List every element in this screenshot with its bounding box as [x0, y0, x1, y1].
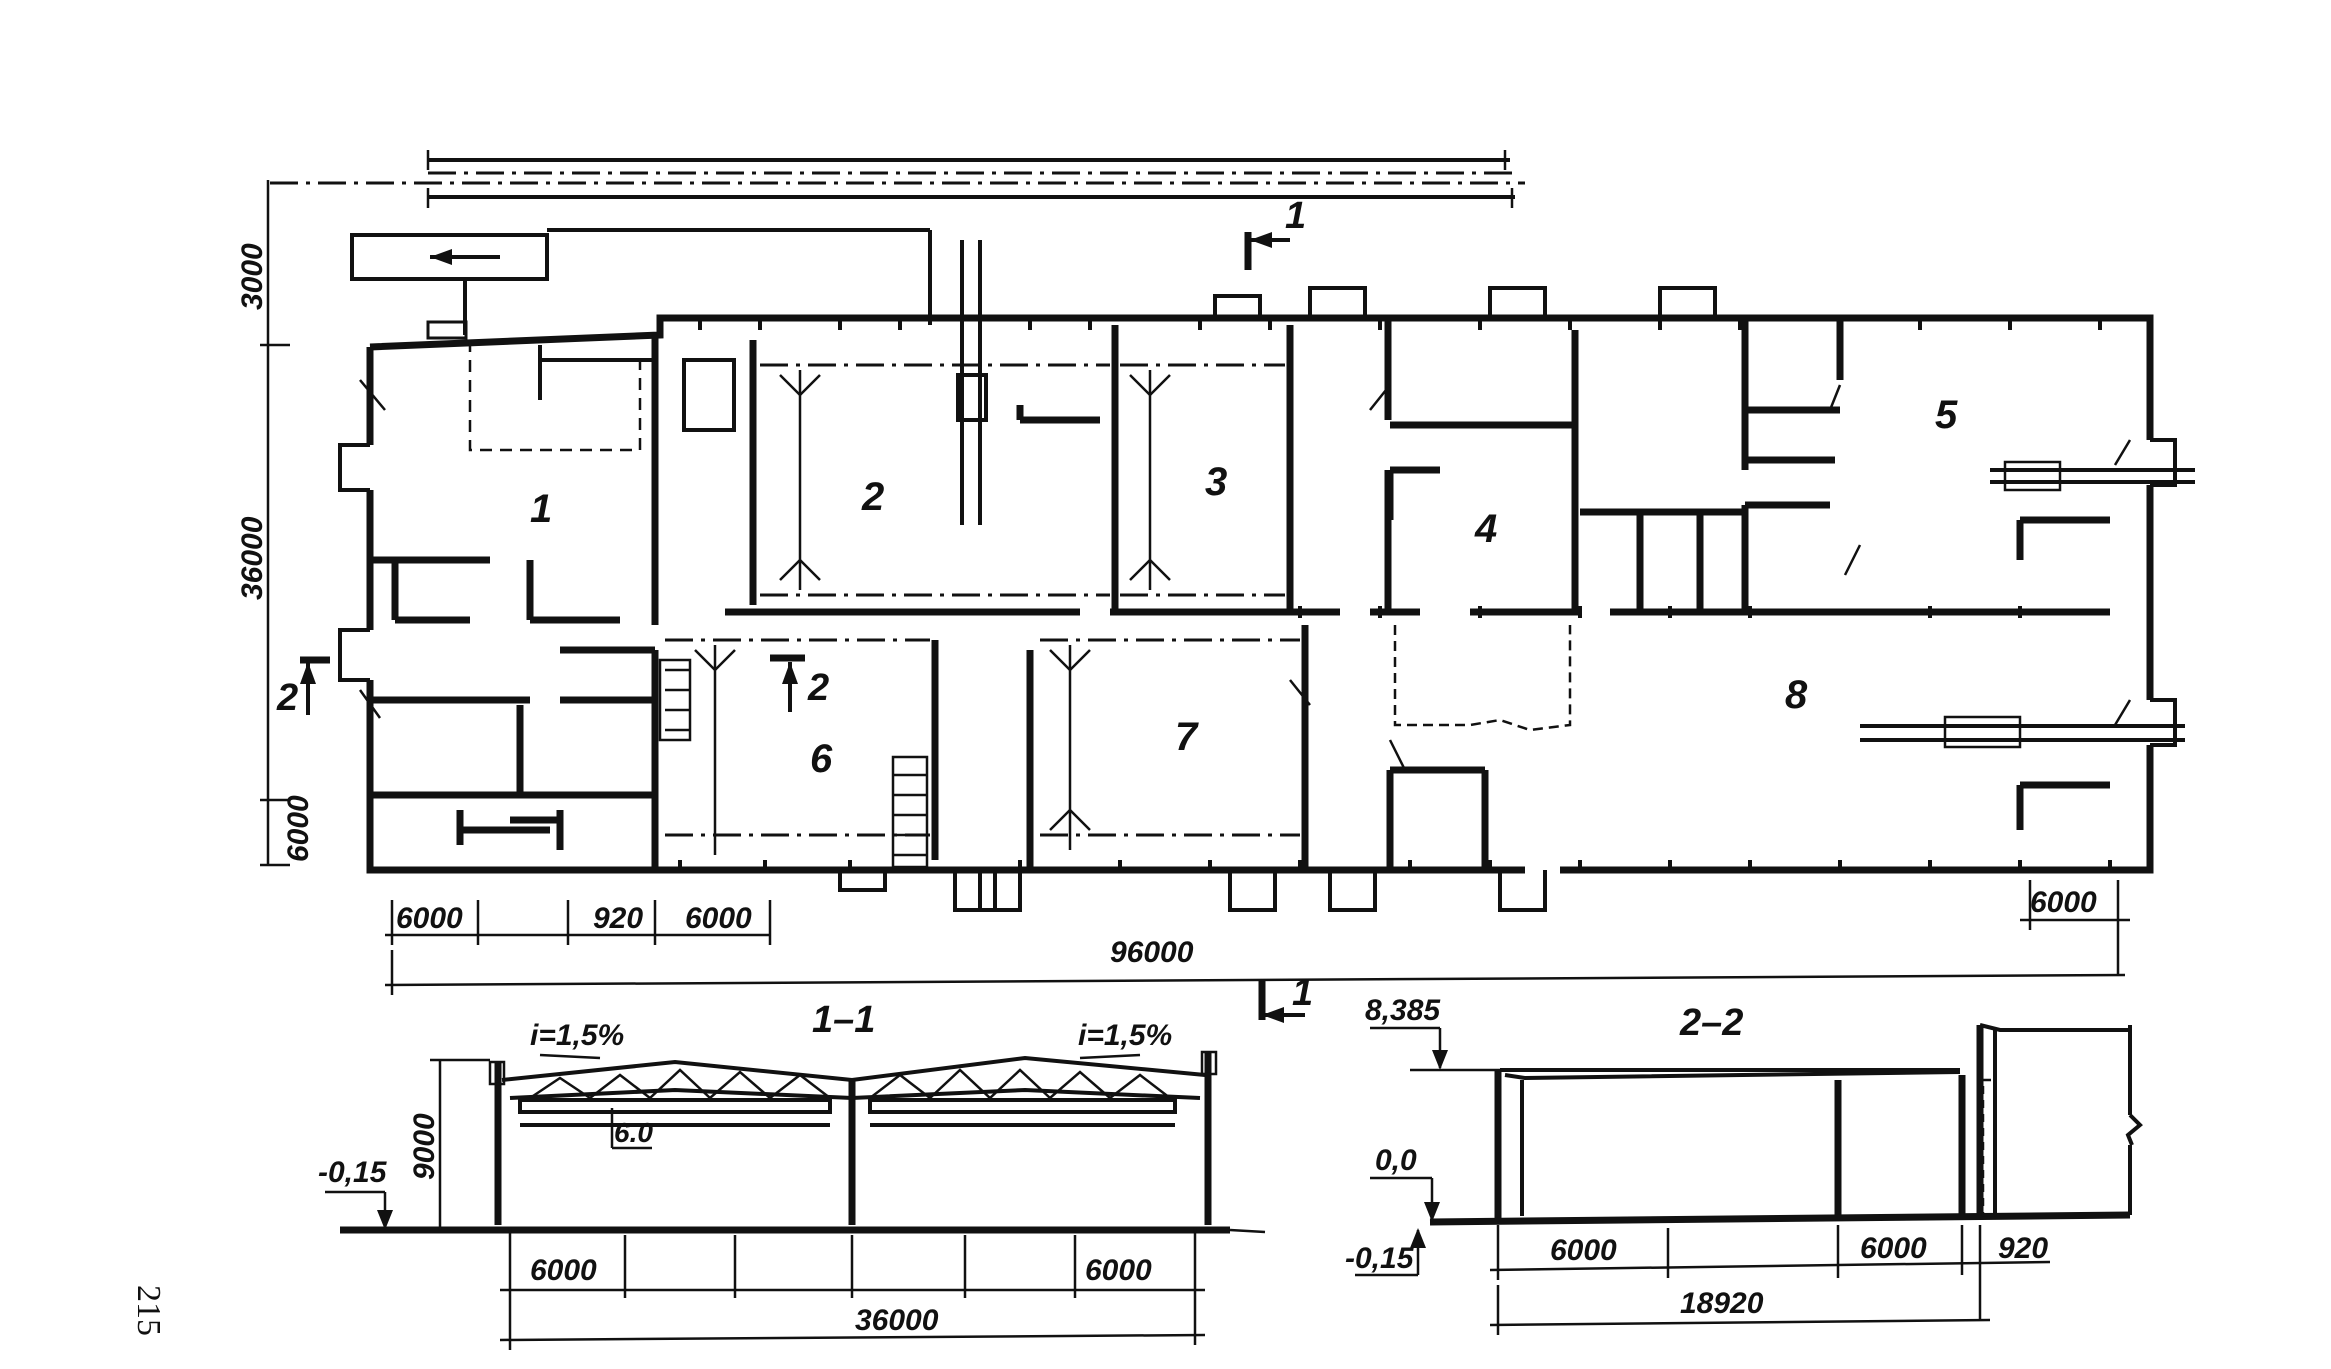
section-1-1-height: 9000	[408, 1113, 441, 1180]
section-1-1-slope-left: i=1,5%	[530, 1019, 624, 1052]
section-1-1-overall: 36000	[855, 1304, 939, 1337]
section-1-1-crane: 6.0	[614, 1117, 653, 1148]
room-label-6: 6	[810, 737, 833, 781]
section-1-1-level: -0,15	[318, 1156, 388, 1189]
cut-2-mid-label: 2	[807, 667, 829, 709]
dim-left-main: 36000	[236, 516, 269, 600]
dim-bottom-right: 6000	[2030, 886, 2097, 919]
crane-rails-6-7	[665, 638, 1300, 869]
room-label-7: 7	[1175, 715, 1199, 759]
section-1-1-title: 1–1	[812, 999, 875, 1041]
section-2-2-level-zero: 0,0	[1375, 1144, 1417, 1177]
room-label-4: 4	[1474, 507, 1497, 551]
page-number: 215	[130, 1285, 167, 1336]
cut-1-top-label: 1	[1285, 195, 1306, 237]
dim-bottom-c: 6000	[685, 902, 752, 935]
section-2-2-dim-c: 920	[1998, 1232, 2048, 1265]
dim-bottom-b: 920	[593, 902, 643, 935]
rail-tracks	[270, 150, 1525, 208]
cut-2-left-label: 2	[276, 677, 298, 719]
dim-left-bottom: 6000	[282, 795, 315, 862]
dim-overall: 96000	[1110, 936, 1194, 969]
dim-bottom-a: 6000	[396, 902, 463, 935]
section-2-2-title: 2–2	[1679, 1002, 1743, 1044]
cut-1-bottom-label: 1	[1292, 972, 1313, 1014]
columns	[678, 318, 2112, 870]
section-2-2-level-bottom: -0,15	[1345, 1242, 1415, 1275]
office-block	[370, 556, 692, 850]
plan-dimensions: 3000 36000 6000 6000 920 6000 6000 96000	[236, 180, 2130, 995]
section-1-1-dim-left: 6000	[530, 1254, 597, 1287]
doors	[338, 286, 2177, 912]
partitions	[725, 320, 2110, 870]
outer-walls	[366, 314, 2154, 874]
room-1-layout	[468, 340, 655, 452]
room-label-2: 2	[861, 475, 884, 519]
section-2-2-dim-b: 6000	[1860, 1232, 1927, 1265]
room-label-1: 1	[530, 487, 552, 531]
section-2-2-overall: 18920	[1680, 1287, 1764, 1320]
dim-left-top: 3000	[236, 243, 269, 310]
section-1-1-slope-right: i=1,5%	[1078, 1019, 1172, 1052]
floor-plan: 1 2 3 4 5 6 7 8 1 1 2 2	[236, 150, 2195, 1023]
section-markers: 1 1 2 2	[276, 195, 1313, 1023]
section-1-1: 1–1 i=1,5% i=1,5% 6.0 9000 -0,15	[318, 999, 1266, 1350]
crane-rails-2-3	[682, 240, 1285, 597]
section-2-2: 2–2 8,385 0,0 -0,15 6000	[1345, 994, 2143, 1335]
section-2-2-level-top: 8,385	[1365, 994, 1441, 1027]
section-2-2-dim-a: 6000	[1550, 1234, 1617, 1267]
room-labels: 1 2 3 4 5 6 7 8	[530, 393, 1958, 781]
room-label-3: 3	[1205, 460, 1227, 504]
annex-box	[350, 228, 932, 340]
room-label-8: 8	[1785, 673, 1808, 717]
room-4-8-details	[1393, 460, 2195, 749]
section-1-1-dim-right: 6000	[1085, 1254, 1152, 1287]
room-label-5: 5	[1935, 393, 1958, 437]
